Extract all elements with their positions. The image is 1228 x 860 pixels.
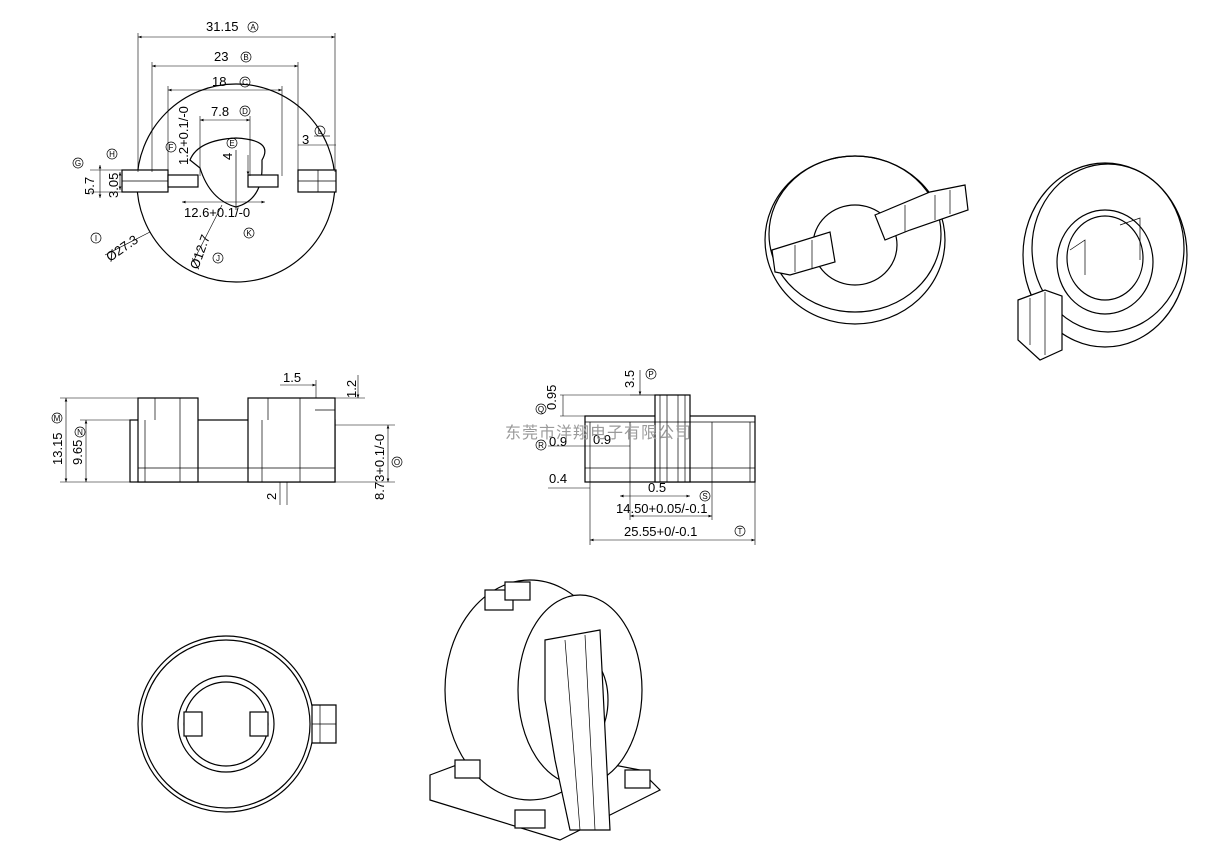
dim-a-value: 31.15: [206, 19, 239, 34]
svg-text:O: O: [394, 458, 400, 467]
svg-text:P: P: [648, 370, 653, 379]
top-view: 31.15 23 18 7.8 4 1.2+0.1/-0 5.7 3.05 Ø2…: [72, 19, 337, 283]
dim-q-value: 0.95: [544, 385, 559, 410]
svg-text:B: B: [243, 53, 248, 62]
watermark: 东莞市洋翔电子有限公司: [505, 423, 692, 442]
svg-text:A: A: [250, 23, 256, 32]
dim-n-value: 9.65: [70, 440, 85, 465]
circle-letter-d: D: [239, 105, 251, 117]
dim-f-value: 1.2+0.1/-0: [176, 106, 191, 165]
svg-text:N: N: [77, 428, 83, 437]
dim-04-value: 0.4: [549, 471, 567, 486]
svg-text:E: E: [229, 139, 234, 148]
svg-text:I: I: [95, 234, 97, 243]
circle-letter-b: B: [240, 51, 252, 63]
circle-letter-h: H: [106, 148, 118, 160]
svg-text:F: F: [169, 143, 174, 152]
dim-05-value: 0.5: [648, 480, 666, 495]
circle-letter-l: L: [314, 125, 326, 137]
side-bottom-2: 2: [264, 493, 279, 500]
dim-e-value: 4: [220, 153, 235, 160]
svg-text:G: G: [75, 159, 81, 168]
svg-text:H: H: [109, 150, 115, 159]
svg-text:J: J: [216, 254, 220, 263]
circle-letter-a: A: [247, 21, 259, 33]
svg-text:S: S: [702, 492, 707, 501]
dim-k-value: 12.6+0.1/-0: [184, 205, 250, 220]
circle-letter-t: T: [734, 525, 746, 537]
isometric-view-1: [764, 155, 969, 325]
circle-letter-s: S: [699, 490, 711, 502]
inner-cutout: [189, 137, 266, 208]
circle-letter-q: Q: [535, 403, 547, 415]
dim-t-value: 25.55+0/-0.1: [624, 524, 697, 539]
svg-text:K: K: [246, 229, 252, 238]
bottom-view: [137, 635, 337, 813]
dim-d-value: 7.8: [211, 104, 229, 119]
side-top-15: 1.5: [283, 370, 301, 385]
circle-letter-k: K: [243, 227, 255, 239]
dim-o-value: 8.73+0.1/-0: [372, 434, 387, 500]
svg-text:D: D: [242, 107, 248, 116]
dim-j-value: Ø12.7: [187, 233, 213, 271]
circle-letter-g: G: [72, 157, 84, 169]
svg-text:M: M: [54, 414, 61, 423]
dim-r-value: 0.9: [549, 434, 567, 449]
dim-r2-value: 0.9: [593, 432, 611, 447]
side-view: 1.5 1.2 13.15 9.65 8.73+0.1/-0 2 M N O: [50, 370, 403, 505]
circle-letter-o: O: [391, 456, 403, 468]
dim-g-value: 5.7: [82, 177, 97, 195]
dim-s-value: 14.50+0.05/-0.1: [616, 501, 707, 516]
dim-p-value: 3.5: [622, 370, 637, 388]
svg-text:C: C: [242, 78, 248, 87]
circle-letter-n: N: [74, 426, 86, 438]
circle-letter-e: E: [226, 137, 238, 149]
circle-letter-f: F: [165, 141, 177, 153]
circle-letter-p: P: [645, 368, 657, 380]
svg-text:R: R: [538, 441, 544, 450]
dim-c-value: 18: [212, 74, 226, 89]
isometric-view-2: [1017, 162, 1188, 361]
svg-text:Q: Q: [538, 405, 544, 414]
dim-i-value: Ø27.3: [103, 232, 141, 265]
circle-letter-r: R: [535, 439, 547, 451]
front-view: 3.5 0.95 0.9 0.9 0.4 0.5 14.50+0.05/-0.1…: [535, 368, 756, 545]
circle-letter-m: M: [51, 412, 63, 424]
dim-l-value: 3: [302, 132, 309, 147]
assembly-view: [429, 579, 662, 841]
svg-text:T: T: [738, 527, 743, 536]
dim-b-value: 23: [214, 49, 228, 64]
svg-text:L: L: [318, 127, 323, 136]
side-top-12: 1.2: [344, 380, 359, 398]
circle-letter-j: J: [212, 252, 224, 264]
dim-h-value: 3.05: [106, 173, 121, 198]
circle-letter-i: I: [90, 232, 102, 244]
dim-m-value: 13.15: [50, 432, 65, 465]
circle-letter-c: C: [239, 76, 251, 88]
